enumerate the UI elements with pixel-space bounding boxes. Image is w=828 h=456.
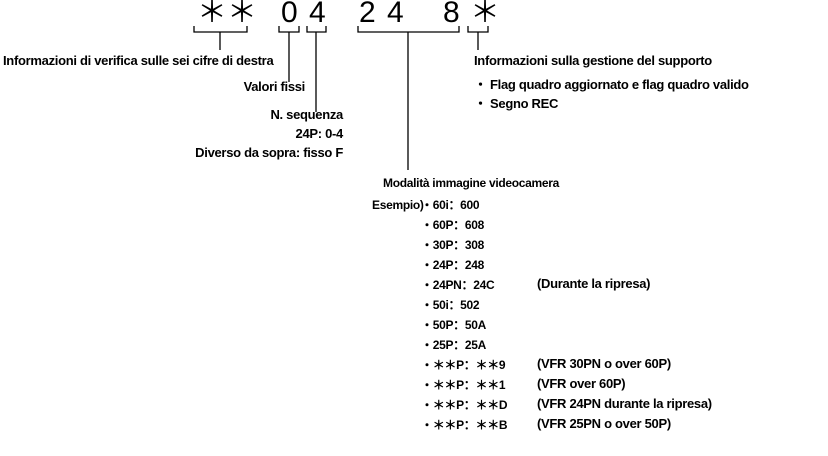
media-item: ・ Segno REC xyxy=(474,96,559,111)
mode-code: ・24PN：24C xyxy=(421,278,495,292)
code-char: 4 xyxy=(309,0,326,29)
mode-code: ・＊＊P：＊＊9 xyxy=(421,358,506,372)
mode-note: (Durante la ripresa) xyxy=(537,276,651,291)
code-char: 0 xyxy=(281,0,298,29)
code-char: ＊ xyxy=(227,0,257,29)
mode-code: ・60P：608 xyxy=(421,218,484,232)
code-char: ＊ xyxy=(197,0,227,29)
mode-code: ・50P：50A xyxy=(421,318,486,332)
check-info-label: Informazioni di verifica sulle sei cifre… xyxy=(3,53,274,68)
sequence-24p: 24P: 0-4 xyxy=(295,126,344,141)
mode-note: (VFR 24PN durante la ripresa) xyxy=(537,396,712,411)
mode-code: ・60i：600 xyxy=(421,198,480,212)
mode-note: (VFR over 60P) xyxy=(537,376,626,391)
bracket-sequence xyxy=(306,26,327,112)
example-label: Esempio) xyxy=(372,198,424,212)
fixed-label: Valori fissi xyxy=(243,79,306,94)
mode-code: ・24P：248 xyxy=(421,258,484,272)
code-char: 2 xyxy=(359,0,376,29)
mode-note: (VFR 25PN o over 50P) xyxy=(537,416,671,431)
mode-code: ・＊＊P：＊＊D xyxy=(421,398,508,412)
media-item: ・ Flag quadro aggiornato e flag quadro v… xyxy=(474,77,749,92)
bracket-mode xyxy=(357,26,460,170)
code-char: 4 xyxy=(387,0,404,29)
bracket-fixed xyxy=(278,26,300,82)
code-char: 8 xyxy=(443,0,460,29)
mode-code: ・30P：308 xyxy=(421,238,484,252)
mode-code: ・＊＊P：＊＊1 xyxy=(421,378,506,392)
mode-code: ・＊＊P：＊＊B xyxy=(421,418,508,432)
mode-title: Modalità immagine videocamera xyxy=(383,176,560,190)
bracket-check xyxy=(193,26,248,50)
mode-code: ・25P：25A xyxy=(421,338,486,352)
mode-code: ・50i：502 xyxy=(421,298,480,312)
media-title: Informazioni sulla gestione del supporto xyxy=(474,53,712,68)
bracket-media xyxy=(467,26,489,50)
mode-note: (VFR 30PN o over 60P) xyxy=(537,356,671,371)
sequence-other: Diverso da sopra: fisso F xyxy=(195,145,343,160)
code-char: ＊ xyxy=(470,0,500,29)
sequence-title: N. sequenza xyxy=(270,107,343,122)
